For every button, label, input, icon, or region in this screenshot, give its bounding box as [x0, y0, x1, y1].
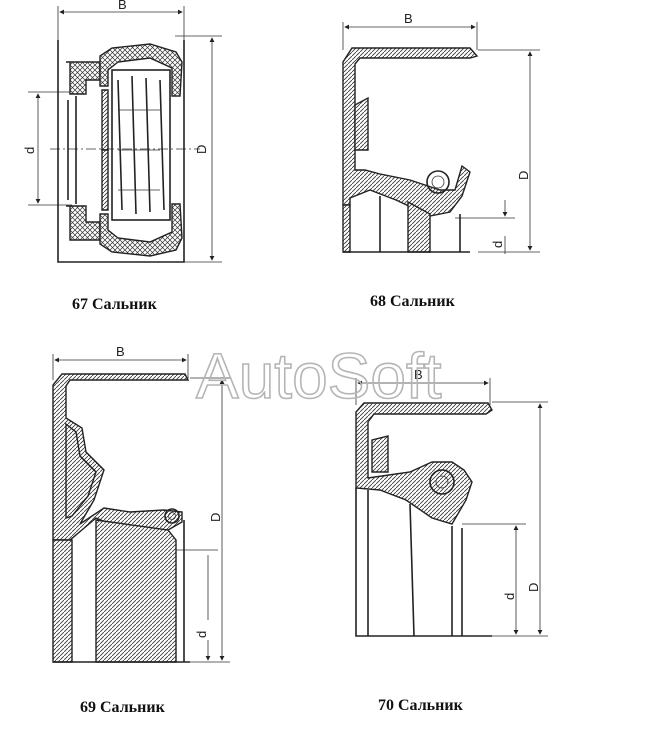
dim-d-inner-label: d	[194, 631, 209, 638]
caption-67: 67 Сальник	[72, 296, 158, 313]
dim-b-label: B	[414, 367, 423, 382]
dim-b-label: B	[118, 0, 127, 12]
dim-d-outer-label: D	[208, 513, 223, 522]
dim-d-inner-label: d	[22, 147, 37, 154]
caption-70: 70 Сальник	[378, 697, 464, 714]
figure-67: B D d	[22, 0, 222, 263]
figure-69: B D d	[52, 344, 230, 663]
dim-b-label: B	[404, 11, 413, 26]
watermark-text: AutoSoft	[196, 340, 442, 412]
dim-d-inner-label: d	[502, 593, 517, 600]
caption-69: 69 Сальник	[80, 699, 166, 716]
dim-b-label: B	[116, 344, 125, 359]
dim-d-outer-label: D	[194, 145, 209, 154]
dim-d-inner-label: d	[490, 241, 505, 248]
caption-68: 68 Сальник	[370, 293, 456, 310]
dim-d-outer-label: D	[516, 171, 531, 180]
figure-68: B D d	[342, 11, 540, 254]
figure-70: B D d	[355, 367, 548, 637]
dim-d-outer-label: D	[526, 583, 541, 592]
